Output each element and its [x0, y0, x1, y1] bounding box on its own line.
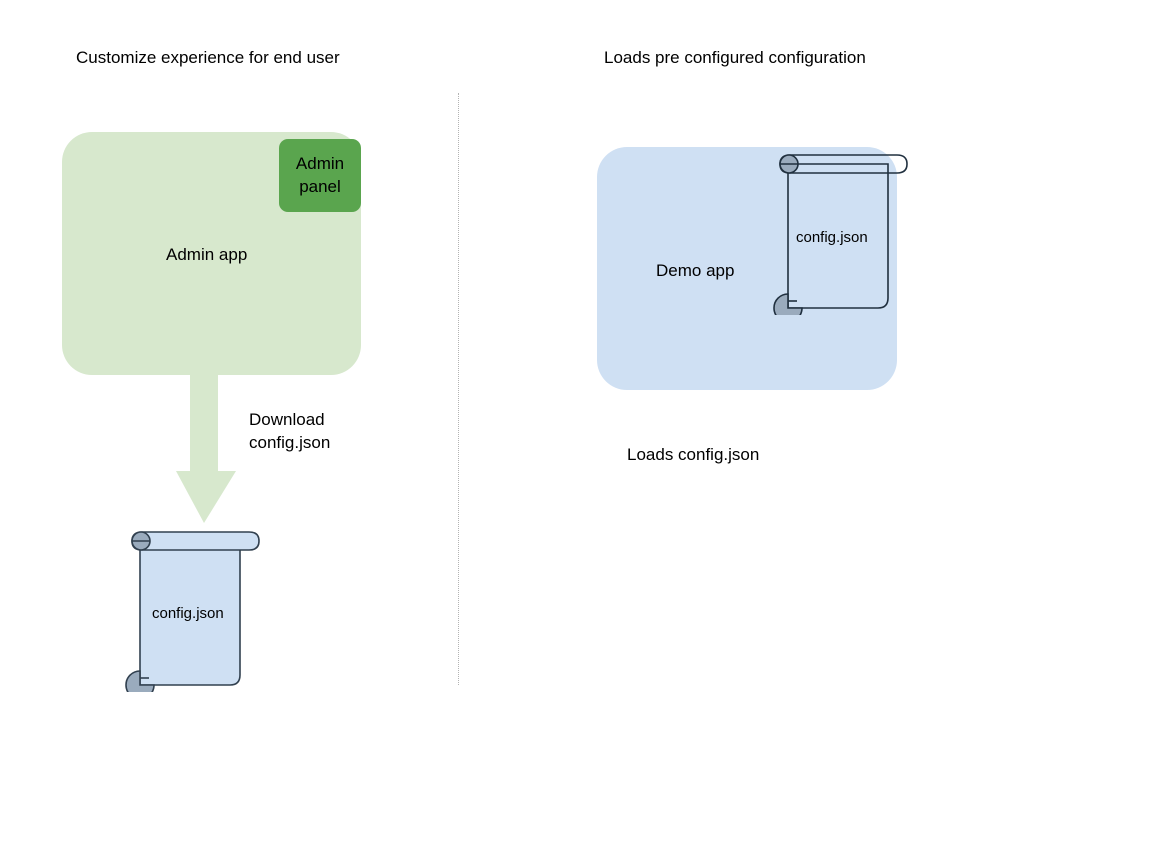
demo-app-box	[597, 147, 897, 390]
demo-app-label: Demo app	[656, 261, 735, 280]
config-json-document-left[interactable]	[118, 527, 268, 692]
column-divider	[458, 93, 459, 685]
left-column-title: Customize experience for end user	[76, 48, 340, 67]
download-arrow-icon	[176, 373, 236, 523]
admin-panel-badge[interactable]: Admin panel	[279, 139, 361, 212]
admin-panel-label: Admin panel	[296, 153, 344, 198]
download-arrow-label-line1: Download	[249, 410, 325, 429]
right-column-title: Loads pre configured configuration	[604, 48, 866, 67]
download-arrow-label-line2: config.json	[249, 432, 331, 452]
admin-panel-label-line2: panel	[299, 176, 341, 196]
admin-app-label: Admin app	[166, 245, 248, 264]
config-json-label-left: config.json	[152, 605, 224, 622]
loads-config-caption: Loads config.json	[627, 445, 760, 464]
config-json-document-right[interactable]	[766, 150, 916, 315]
admin-panel-label-line1: Admin	[295, 154, 345, 174]
download-arrow-label: Download config.json	[249, 409, 330, 455]
config-json-label-right: config.json	[796, 229, 868, 246]
